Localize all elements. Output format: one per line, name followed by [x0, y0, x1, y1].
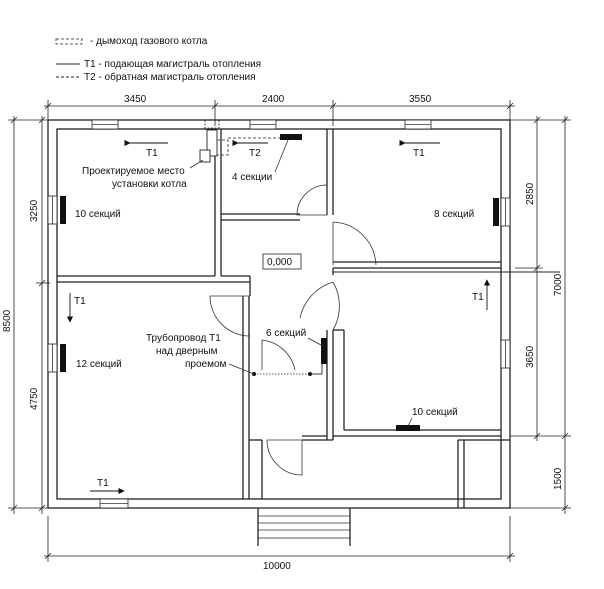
dim-top-1: 3450: [124, 94, 147, 105]
radiator-center: [321, 338, 327, 364]
interior-walls: [57, 129, 501, 499]
right-dimensions: 2850 3650 7000 1500: [458, 116, 571, 514]
top-dimensions: 3450 2400 3550: [44, 94, 515, 126]
door-swings: [209, 184, 377, 476]
radiator-label-top-right: 8 секций: [434, 209, 474, 220]
door-left-room-arc: [209, 295, 251, 337]
boiler-place-label-2: установки котла: [112, 179, 187, 190]
dim-top-3: 3550: [409, 94, 432, 105]
radiator-top-mid: [280, 134, 302, 140]
boiler-chimney: [199, 119, 220, 163]
radiator-label-bottom-right: 10 секций: [412, 407, 458, 418]
pipe-note-1: Трубопровод Т1: [146, 332, 221, 344]
door-center-arc: [332, 281, 340, 331]
dim-top-2: 2400: [262, 94, 285, 105]
radiator-top-right: [493, 198, 499, 226]
dim-right-porch: 1500: [553, 467, 564, 490]
radiator-label-top-mid: 4 секции: [232, 172, 272, 183]
pipe-tags: Т1 Т2 Т1 Т1 Т1 Т1: [66, 139, 491, 495]
legend-t2: Т2 - обратная магистраль отопления: [84, 71, 256, 83]
dim-bottom: 10000: [263, 561, 291, 572]
tag-t1-b: Т1: [413, 148, 425, 159]
dim-right-1: 2850: [525, 182, 536, 205]
tag-t1-d: Т1: [472, 292, 484, 303]
door-boiler: [296, 184, 328, 216]
door-center-arc-2: [299, 281, 334, 319]
radiator-label-top-left: 10 секций: [75, 209, 121, 220]
legend-chimney: - дымоход газового котла: [90, 36, 208, 47]
chimney-symbol: [204, 119, 220, 129]
boiler-symbol: [206, 129, 218, 157]
dim-right-2: 3650: [525, 345, 536, 368]
left-dimensions: 8500 3250 4750: [2, 116, 50, 514]
pipe-note-3: проемом: [185, 359, 227, 370]
radiators: [60, 134, 499, 431]
door-entrance: [266, 439, 303, 476]
dim-right-total: 7000: [553, 273, 564, 296]
tag-t1-e: Т1: [97, 478, 109, 489]
door-right-room-arc: [332, 221, 377, 266]
dim-left-1: 3250: [29, 199, 40, 222]
chimney-legend-symbol: [55, 38, 83, 45]
radiator-bottom-right: [396, 425, 420, 431]
legend: - дымоход газового котла Т1 - подающая м…: [55, 36, 261, 83]
legend-t1: Т1 - подающая магистраль отопления: [84, 59, 261, 70]
radiator-bottom-left: [60, 344, 66, 372]
door-corridor-arc: [261, 339, 296, 371]
outer-walls: [47, 119, 511, 509]
radiator-label-center: 6 секций: [266, 328, 306, 339]
radiator-top-left: [60, 196, 66, 224]
dim-left-2: 4750: [29, 387, 40, 410]
radiator-label-bottom-left: 12 секций: [76, 359, 122, 370]
tag-t2-a: Т2: [249, 148, 261, 159]
tag-t1-a: Т1: [146, 148, 158, 159]
dim-left-total: 8500: [2, 309, 13, 332]
tag-t1-c: Т1: [74, 296, 86, 307]
porch: [257, 439, 510, 546]
pipe-note-2: над дверным: [156, 346, 218, 357]
boiler-place-label: Проектируемое место: [82, 166, 185, 177]
level-marker-box: [262, 253, 302, 270]
level-marker: 0,000: [267, 257, 292, 268]
bottom-dimension: 10000: [44, 516, 515, 572]
